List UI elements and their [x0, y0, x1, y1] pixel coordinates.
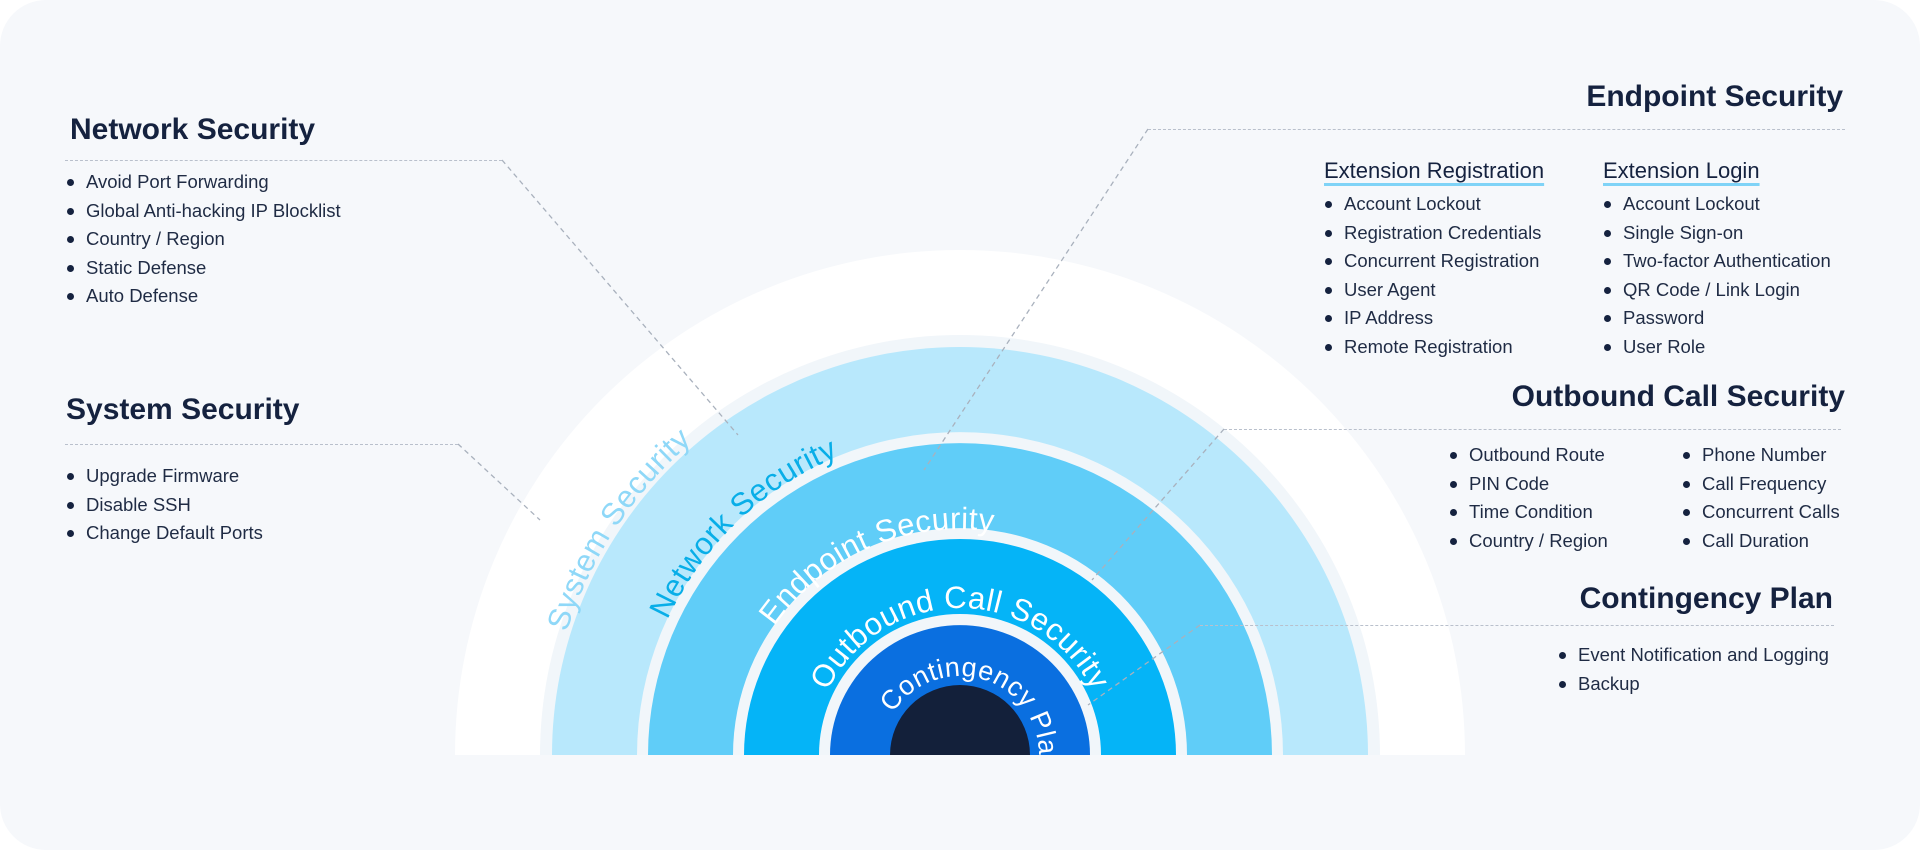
extension-registration-title: Extension Registration — [1324, 158, 1545, 183]
list-item: Auto Defense — [66, 282, 341, 311]
list-item: Concurrent Calls — [1682, 498, 1840, 527]
endpoint-security-title: Endpoint Security — [1586, 80, 1843, 113]
list-item: Account Lockout — [1324, 190, 1541, 219]
list-item: Phone Number — [1682, 441, 1840, 470]
outbound-connector — [1091, 428, 1225, 581]
contingency-connector — [1087, 624, 1201, 706]
list-item: Global Anti-hacking IP Blocklist — [66, 197, 341, 226]
outbound-call-security-divider — [1224, 429, 1841, 430]
list-item: QR Code / Link Login — [1603, 276, 1831, 305]
list-item: Change Default Ports — [66, 519, 263, 548]
endpoint-security-divider — [1148, 129, 1845, 130]
list-item: Static Defense — [66, 254, 341, 283]
list-item: Time Condition — [1449, 498, 1608, 527]
list-item: Country / Region — [66, 225, 341, 254]
list-item: IP Address — [1324, 304, 1541, 333]
list-item: Disable SSH — [66, 491, 263, 520]
list-item: Single Sign-on — [1603, 219, 1831, 248]
list-item: Outbound Route — [1449, 441, 1608, 470]
list-item: Call Duration — [1682, 527, 1840, 556]
list-item: Concurrent Registration — [1324, 247, 1541, 276]
contingency-plan-title: Contingency Plan — [1579, 582, 1833, 615]
list-item: Registration Credentials — [1324, 219, 1541, 248]
system-connector — [457, 443, 541, 521]
network-connector — [501, 159, 739, 436]
connector-lines — [457, 128, 1225, 706]
list-item: Backup — [1558, 670, 1829, 699]
list-item: User Agent — [1324, 276, 1541, 305]
network-security-divider — [65, 160, 502, 161]
network-security-title: Network Security — [70, 113, 316, 146]
endpoint-connector — [923, 128, 1149, 471]
extension-login-title: Extension Login — [1603, 158, 1760, 183]
core-circle — [890, 685, 1030, 755]
list-item: PIN Code — [1449, 470, 1608, 499]
list-item: Remote Registration — [1324, 333, 1541, 362]
list-item: Country / Region — [1449, 527, 1608, 556]
list-item: Two-factor Authentication — [1603, 247, 1831, 276]
system-security-divider — [65, 444, 458, 445]
list-item: Upgrade Firmware — [66, 462, 263, 491]
list-item: User Role — [1603, 333, 1831, 362]
outbound-call-security-title: Outbound Call Security — [1511, 380, 1845, 413]
contingency-plan-divider — [1200, 625, 1834, 626]
list-item: Account Lockout — [1603, 190, 1831, 219]
list-item: Event Notification and Logging — [1558, 641, 1829, 670]
system-security-title: System Security — [66, 393, 300, 426]
ring-shapes — [455, 250, 1465, 755]
list-item: Avoid Port Forwarding — [66, 168, 341, 197]
list-item: Call Frequency — [1682, 470, 1840, 499]
list-item: Password — [1603, 304, 1831, 333]
